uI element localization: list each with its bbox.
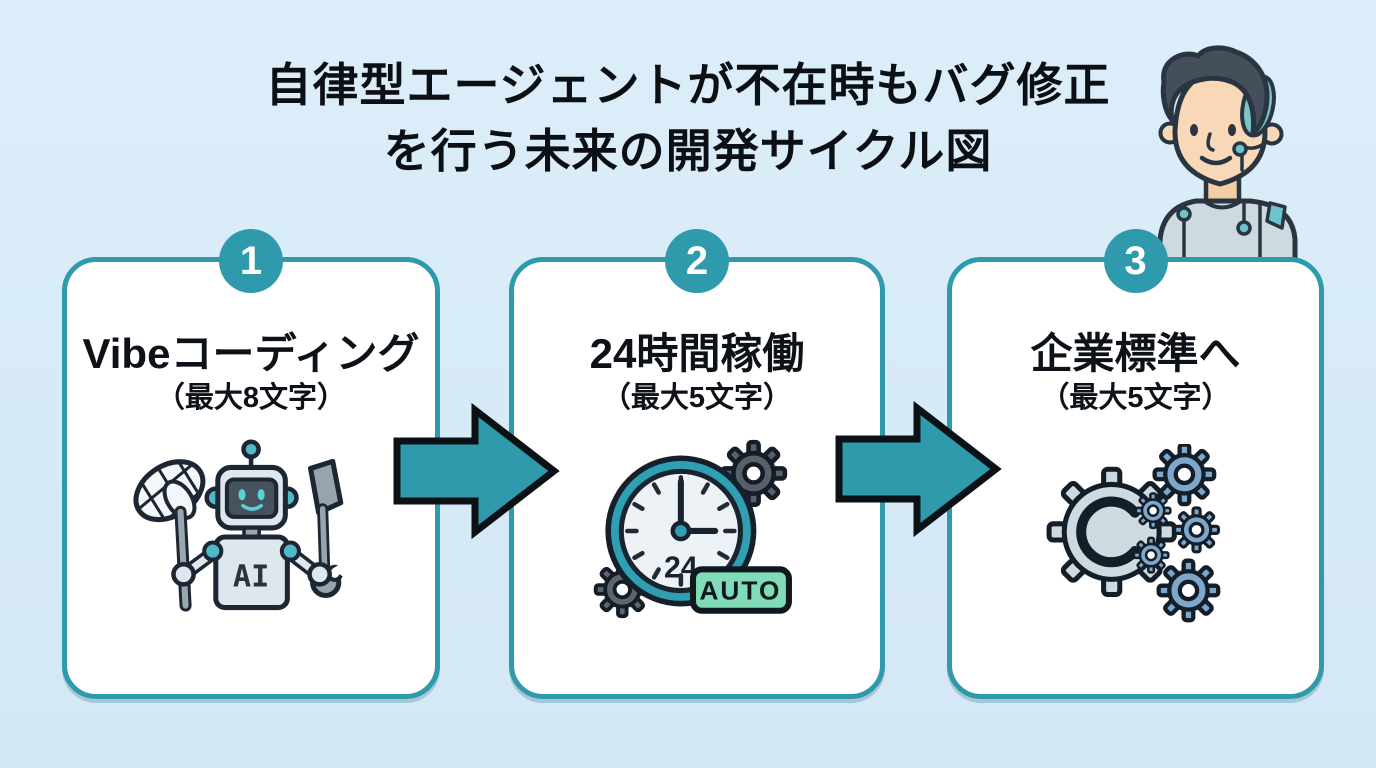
step-title-2: 24時間稼働: [589, 330, 805, 377]
arrow-step1-to-step2: [393, 402, 560, 540]
step-number-1: 1: [239, 238, 263, 283]
step-number-badge-1: 1: [219, 229, 283, 293]
page-title-line2: を行う未来の開発サイクル図: [383, 125, 993, 177]
step-subtitle-1: （最大8文字）: [155, 382, 347, 414]
robot-chest-label: AI: [233, 559, 269, 594]
step-number-3: 3: [1124, 238, 1147, 283]
step-number-badge-2: 2: [665, 229, 729, 293]
step-card-3: 3 企業標準へ （最大5文字）: [947, 229, 1324, 699]
arrow-step2-to-step3: [835, 400, 1002, 538]
auto-badge: [689, 566, 792, 614]
ai-robot-icon: AI: [128, 439, 348, 612]
24h-clock-icon: 24 AUTO: [593, 438, 792, 619]
step-card-2: 2 24時間稼働 （最大5文字） 24: [509, 229, 885, 699]
step-subtitle-3: （最大5文字）: [1040, 382, 1231, 414]
gear-cluster-icon: [1046, 444, 1244, 643]
step-number-badge-3: 3: [1103, 229, 1168, 293]
page-title: 自律型エージェントが不在時もバグ修正 を行う未来の開発サイクル図: [0, 52, 1376, 184]
step-subtitle-2: （最大5文字）: [601, 382, 793, 414]
page-title-line1: 自律型エージェントが不在時もバグ修正: [265, 59, 1111, 111]
step-number-2: 2: [685, 238, 709, 283]
auto-badge-label: AUTO: [699, 576, 781, 606]
cyborg-developer-avatar: [1157, 45, 1298, 264]
step-card-1: 1 Vibeコーディング （最大8文字）: [62, 229, 440, 699]
step-title-1: Vibeコーディング: [82, 330, 420, 377]
step-title-3: 企業標準へ: [1030, 330, 1241, 377]
